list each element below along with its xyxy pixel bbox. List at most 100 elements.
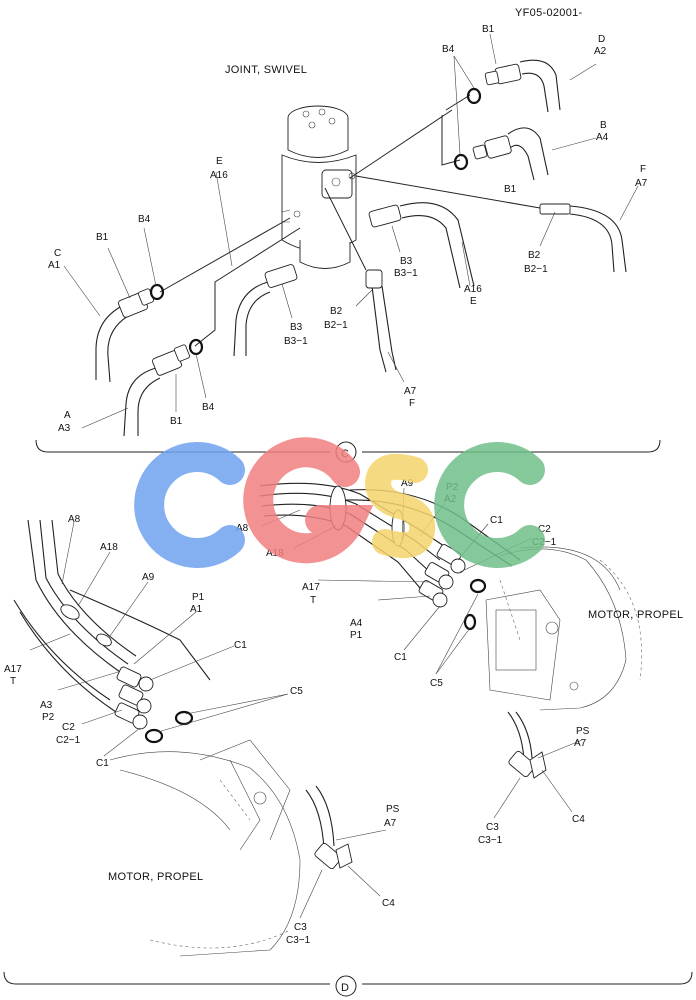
hose-a7-low — [365, 269, 397, 373]
label-c5: C5 — [290, 686, 303, 697]
label-a9: A9 — [142, 572, 155, 583]
motor-propel-right — [485, 546, 642, 711]
label-b1: B1 — [170, 416, 183, 427]
label-c3: C3 — [294, 922, 307, 933]
doc-code: YF05-02001- — [515, 7, 583, 19]
oring-b4-low — [188, 338, 204, 356]
label-a17: A17 — [4, 664, 22, 675]
label-b3: B3 — [400, 256, 413, 267]
label-a4-letter: B — [600, 120, 607, 131]
label-c3-1: C3−1 — [286, 935, 311, 946]
hose-a1 — [95, 288, 155, 383]
label-a16: A16 — [210, 170, 228, 181]
label-a2-letter: D — [598, 34, 605, 45]
hose-a3 — [123, 344, 191, 437]
label-c1: C1 — [394, 652, 407, 663]
section-marker-d: D — [341, 982, 349, 994]
label-b4: B4 — [442, 44, 455, 55]
label-a8: A8 — [236, 523, 249, 534]
label-a8: A8 — [68, 514, 81, 525]
watermark-letter-s-yellow — [364, 454, 436, 558]
label-a7: A7 — [404, 386, 417, 397]
hose-a16-right — [368, 202, 475, 289]
label-a7-letter: F — [409, 398, 415, 409]
label-a4: A4 — [350, 618, 363, 629]
hose-ps-left — [305, 785, 353, 870]
label-a1: A1 — [48, 260, 61, 271]
label-ps: PS — [386, 804, 400, 815]
label-a3-letter: A — [64, 410, 71, 421]
label-b4: B4 — [138, 214, 151, 225]
hose-a4 — [472, 127, 549, 181]
watermark-logo — [134, 437, 545, 568]
label-a16: A16 — [464, 284, 482, 295]
label-b3: B3 — [290, 322, 303, 333]
oring-b4-left — [149, 283, 165, 301]
label-b1: B1 — [482, 24, 495, 35]
label-a16-letter: E — [216, 156, 223, 167]
hose-a2 — [484, 59, 561, 113]
motor-propel-left-title: MOTOR, PROPEL — [108, 871, 203, 883]
oring-c5-mid-b — [463, 613, 477, 631]
motor-propel-left — [109, 739, 301, 957]
label-c4: C4 — [572, 814, 585, 825]
label-c2: C2 — [538, 524, 551, 535]
label-ps: PS — [576, 726, 590, 737]
oring-c5-left-a — [174, 710, 194, 726]
hose-a7 — [539, 203, 627, 273]
label-c1: C1 — [490, 515, 503, 526]
label-t: T — [310, 595, 316, 606]
label-b2: B2 — [330, 306, 343, 317]
watermark-letter-c-blue — [134, 442, 245, 568]
label-a16-letter: E — [470, 296, 477, 307]
oring-b4-mid — [453, 153, 469, 171]
label-c5: C5 — [430, 678, 443, 689]
label-b4: B4 — [202, 402, 215, 413]
hose-bundle-left — [13, 519, 211, 730]
swivel-joint-body — [281, 105, 357, 269]
label-a7: A7 — [574, 738, 587, 749]
label-a7: A7 — [635, 178, 648, 189]
oring-b4-top — [466, 87, 482, 105]
label-c1: C1 — [96, 758, 109, 769]
label-c3-1: C3−1 — [478, 835, 503, 846]
label-b2-1: B2−1 — [324, 320, 348, 331]
label-c3: C3 — [486, 822, 499, 833]
watermark-letter-c-green — [434, 442, 545, 568]
hose-ps-right — [507, 711, 547, 779]
label-a4: A4 — [596, 132, 609, 143]
motor-propel-right-title: MOTOR, PROPEL — [588, 609, 683, 621]
label-a17: A17 — [302, 582, 320, 593]
label-b3-1: B3−1 — [284, 336, 308, 347]
label-t: T — [10, 676, 16, 687]
label-a1-letter: C — [54, 248, 61, 259]
hose-a16-left — [233, 264, 298, 357]
label-a18: A18 — [100, 542, 118, 553]
bottom-section-propel: A9 P2 A2 A8 A18 C1 C2 C2−1 A17 T A4 P1 C… — [3, 478, 693, 997]
label-a7: A7 — [384, 818, 397, 829]
label-c2-1: C2−1 — [56, 735, 81, 746]
label-b2: B2 — [528, 250, 541, 261]
label-c2: C2 — [62, 722, 75, 733]
label-p1: P1 — [350, 630, 363, 641]
label-a1: A1 — [190, 604, 203, 615]
label-b1: B1 — [504, 184, 517, 195]
label-b3-1: B3−1 — [394, 268, 418, 279]
label-a3: A3 — [58, 423, 71, 434]
label-a7-letter: F — [640, 164, 646, 175]
label-c1: C1 — [234, 640, 247, 651]
label-c4: C4 — [382, 898, 395, 909]
label-a9: A9 — [401, 478, 414, 489]
oring-c5-mid-a — [469, 578, 487, 594]
top-section-swivel-joint: JOINT, SWIVEL — [35, 24, 661, 463]
oring-c5-left-b — [144, 728, 164, 744]
label-b2-1: B2−1 — [524, 264, 548, 275]
label-p2: P2 — [42, 712, 55, 723]
section-bracket-d: D — [3, 971, 693, 997]
label-a3: A3 — [40, 700, 53, 711]
label-a2: A2 — [594, 46, 607, 57]
watermark-letter-g-red — [243, 437, 374, 564]
label-b1: B1 — [96, 232, 109, 243]
swivel-joint-title: JOINT, SWIVEL — [225, 64, 307, 76]
